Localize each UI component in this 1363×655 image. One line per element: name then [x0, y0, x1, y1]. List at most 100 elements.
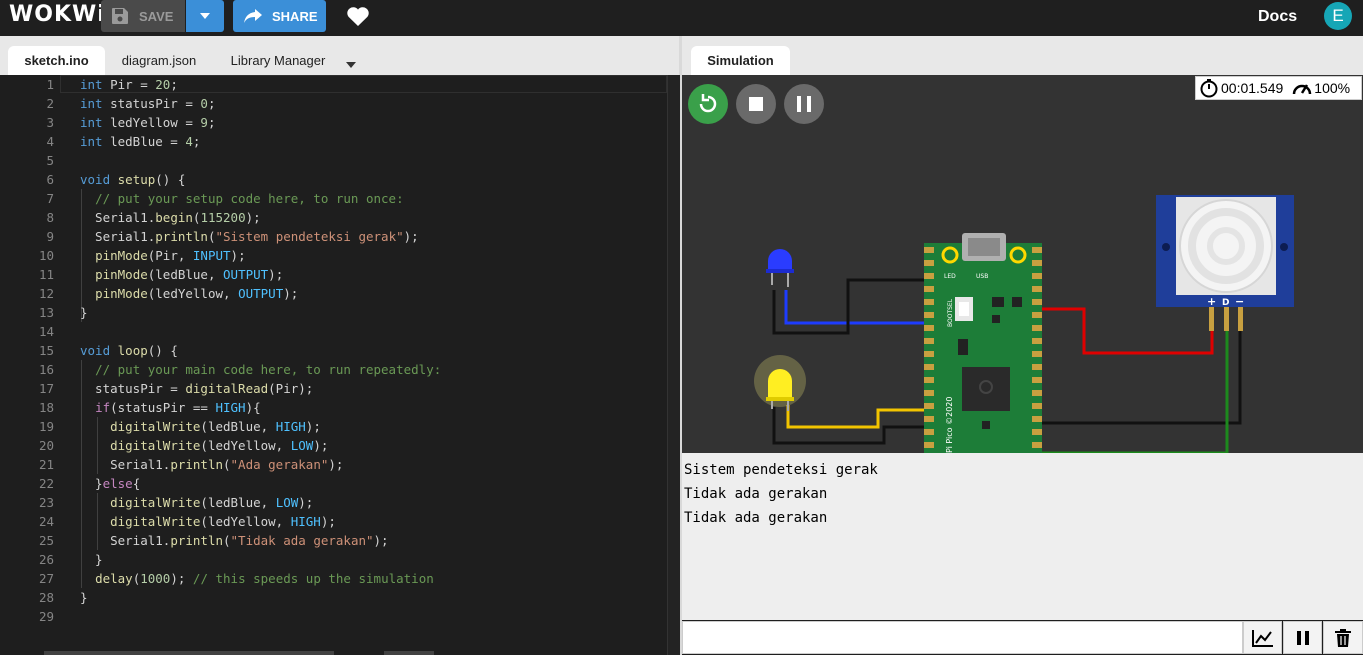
usb-label: USB: [976, 273, 988, 280]
code-line[interactable]: digitalWrite(ledBlue, LOW);: [110, 495, 314, 510]
serial-line: Sistem pendeteksi gerak: [684, 462, 878, 478]
code-line[interactable]: int Pir = 20;: [80, 77, 178, 92]
yellow-led[interactable]: [754, 355, 806, 411]
plotter-button[interactable]: [1243, 621, 1282, 654]
pause-serial-button[interactable]: [1283, 621, 1322, 654]
code-line[interactable]: pinMode(Pir, INPUT);: [95, 248, 246, 263]
line-number: 26: [38, 552, 54, 567]
pause-simulation-button[interactable]: [784, 84, 824, 124]
line-number: 25: [38, 533, 54, 548]
line-number: 5: [46, 153, 54, 168]
code-line[interactable]: if(statusPir == HIGH){: [95, 400, 261, 415]
line-number: 29: [38, 609, 54, 624]
code-line[interactable]: digitalWrite(ledBlue, HIGH);: [110, 419, 321, 434]
pir-pin-gnd: −: [1235, 295, 1244, 308]
line-number: 19: [38, 419, 54, 434]
user-avatar[interactable]: E: [1324, 2, 1352, 30]
editor-horizontal-scrollbar-thumb[interactable]: [384, 651, 434, 655]
chart-icon: [1251, 629, 1273, 647]
clear-serial-button[interactable]: [1323, 621, 1363, 654]
code-line[interactable]: // put your main code here, to run repea…: [95, 362, 442, 377]
line-number: 6: [46, 172, 54, 187]
code-line[interactable]: Serial1.begin(115200);: [80, 210, 261, 225]
tab-sketch-ino[interactable]: sketch.ino: [8, 46, 105, 75]
code-line[interactable]: }: [80, 552, 103, 567]
code-line[interactable]: }else{: [80, 476, 141, 491]
share-button[interactable]: SHARE: [233, 0, 326, 32]
wire-black-gnd: [1030, 330, 1242, 425]
code-line[interactable]: }: [80, 590, 88, 605]
code-line[interactable]: pinMode(ledYellow, OUTPUT);: [95, 286, 299, 301]
line-number: 4: [46, 134, 54, 149]
code-line[interactable]: void loop() {: [80, 343, 178, 358]
line-number: 24: [38, 514, 54, 529]
line-number: 21: [38, 457, 54, 472]
code-editor[interactable]: [0, 75, 667, 655]
line-number: 14: [38, 324, 54, 339]
line-number: 20: [38, 438, 54, 453]
circuit-diagram: LED USB BOOTSEL Pi Pico ©2020: [754, 195, 1294, 453]
line-number: 13: [38, 305, 54, 320]
pir-pin-data: D: [1222, 298, 1229, 308]
caret-down-icon: [200, 13, 210, 19]
panel-divider[interactable]: [679, 36, 682, 655]
simulation-tab-bar: [682, 36, 1363, 75]
code-line[interactable]: digitalWrite(ledYellow, HIGH);: [110, 514, 336, 529]
speedometer-icon: [1293, 84, 1312, 95]
serial-line: Tidak ada gerakan: [684, 510, 828, 526]
editor-scrollbar[interactable]: [667, 75, 680, 655]
save-dropdown-button[interactable]: [186, 0, 224, 32]
tab-diagram-json[interactable]: diagram.json: [121, 53, 197, 68]
code-line[interactable]: pinMode(ledBlue, OUTPUT);: [95, 267, 284, 282]
floppy-disk-icon: [112, 8, 128, 24]
current-line-highlight: [60, 75, 667, 93]
code-line[interactable]: // put your setup code here, to run once…: [95, 191, 404, 206]
tabs-dropdown-icon[interactable]: [346, 56, 356, 74]
restart-simulation-button[interactable]: [688, 84, 728, 124]
tab-library-manager[interactable]: Library Manager: [230, 53, 326, 68]
wire-red: [1030, 307, 1214, 355]
wire-black-blue-led: [772, 278, 932, 335]
code-line[interactable]: Serial1.println("Sistem pendeteksi gerak…: [80, 229, 419, 244]
pause-icon: [797, 96, 811, 112]
code-line[interactable]: }: [80, 305, 88, 320]
serial-monitor: [682, 453, 1363, 620]
line-number: 28: [38, 590, 54, 605]
simulation-canvas[interactable]: LED USB BOOTSEL Pi Pico ©2020: [682, 75, 1363, 453]
save-label: SAVE: [139, 8, 174, 24]
code-line[interactable]: statusPir = digitalRead(Pir);: [80, 381, 314, 396]
save-button[interactable]: SAVE: [101, 0, 185, 32]
stopwatch-icon: [1200, 79, 1218, 98]
pir-pin-vcc: +: [1207, 295, 1216, 308]
pir-sensor[interactable]: + D −: [1156, 195, 1294, 331]
code-line[interactable]: int ledBlue = 4;: [80, 134, 201, 149]
heart-icon[interactable]: [346, 6, 370, 32]
wire-black-yellow-led: [772, 407, 932, 445]
editor-tab-bar: [0, 36, 679, 75]
editor-horizontal-scrollbar[interactable]: [44, 651, 334, 655]
code-line[interactable]: int ledYellow = 9;: [80, 115, 216, 130]
code-line[interactable]: void setup() {: [80, 172, 186, 187]
line-number: 8: [46, 210, 54, 225]
code-line[interactable]: delay(1000); // this speeds up the simul…: [95, 571, 434, 586]
docs-link[interactable]: Docs: [1258, 8, 1298, 25]
line-number: 17: [38, 381, 54, 396]
tab-simulation[interactable]: Simulation: [691, 46, 790, 75]
simulation-speed: 100%: [1314, 80, 1351, 96]
blue-led[interactable]: [766, 249, 794, 287]
line-number: 16: [38, 362, 54, 377]
code-line[interactable]: int statusPir = 0;: [80, 96, 216, 111]
pause-icon: [1296, 630, 1309, 645]
line-number: 15: [38, 343, 54, 358]
stop-simulation-button[interactable]: [736, 84, 776, 124]
code-line[interactable]: Serial1.println("Ada gerakan");: [80, 457, 344, 472]
code-line[interactable]: digitalWrite(ledYellow, LOW);: [110, 438, 329, 453]
line-number: 3: [46, 115, 54, 130]
line-number: 27: [38, 571, 54, 586]
pico-label: Pi Pico ©2020: [945, 397, 954, 453]
wokwi-logo[interactable]: WOKWi: [9, 2, 106, 27]
led-label: LED: [944, 273, 956, 280]
serial-input[interactable]: [682, 621, 1243, 654]
code-line[interactable]: Serial1.println("Tidak ada gerakan");: [80, 533, 389, 548]
pico-board[interactable]: LED USB BOOTSEL Pi Pico ©2020: [924, 233, 1042, 453]
